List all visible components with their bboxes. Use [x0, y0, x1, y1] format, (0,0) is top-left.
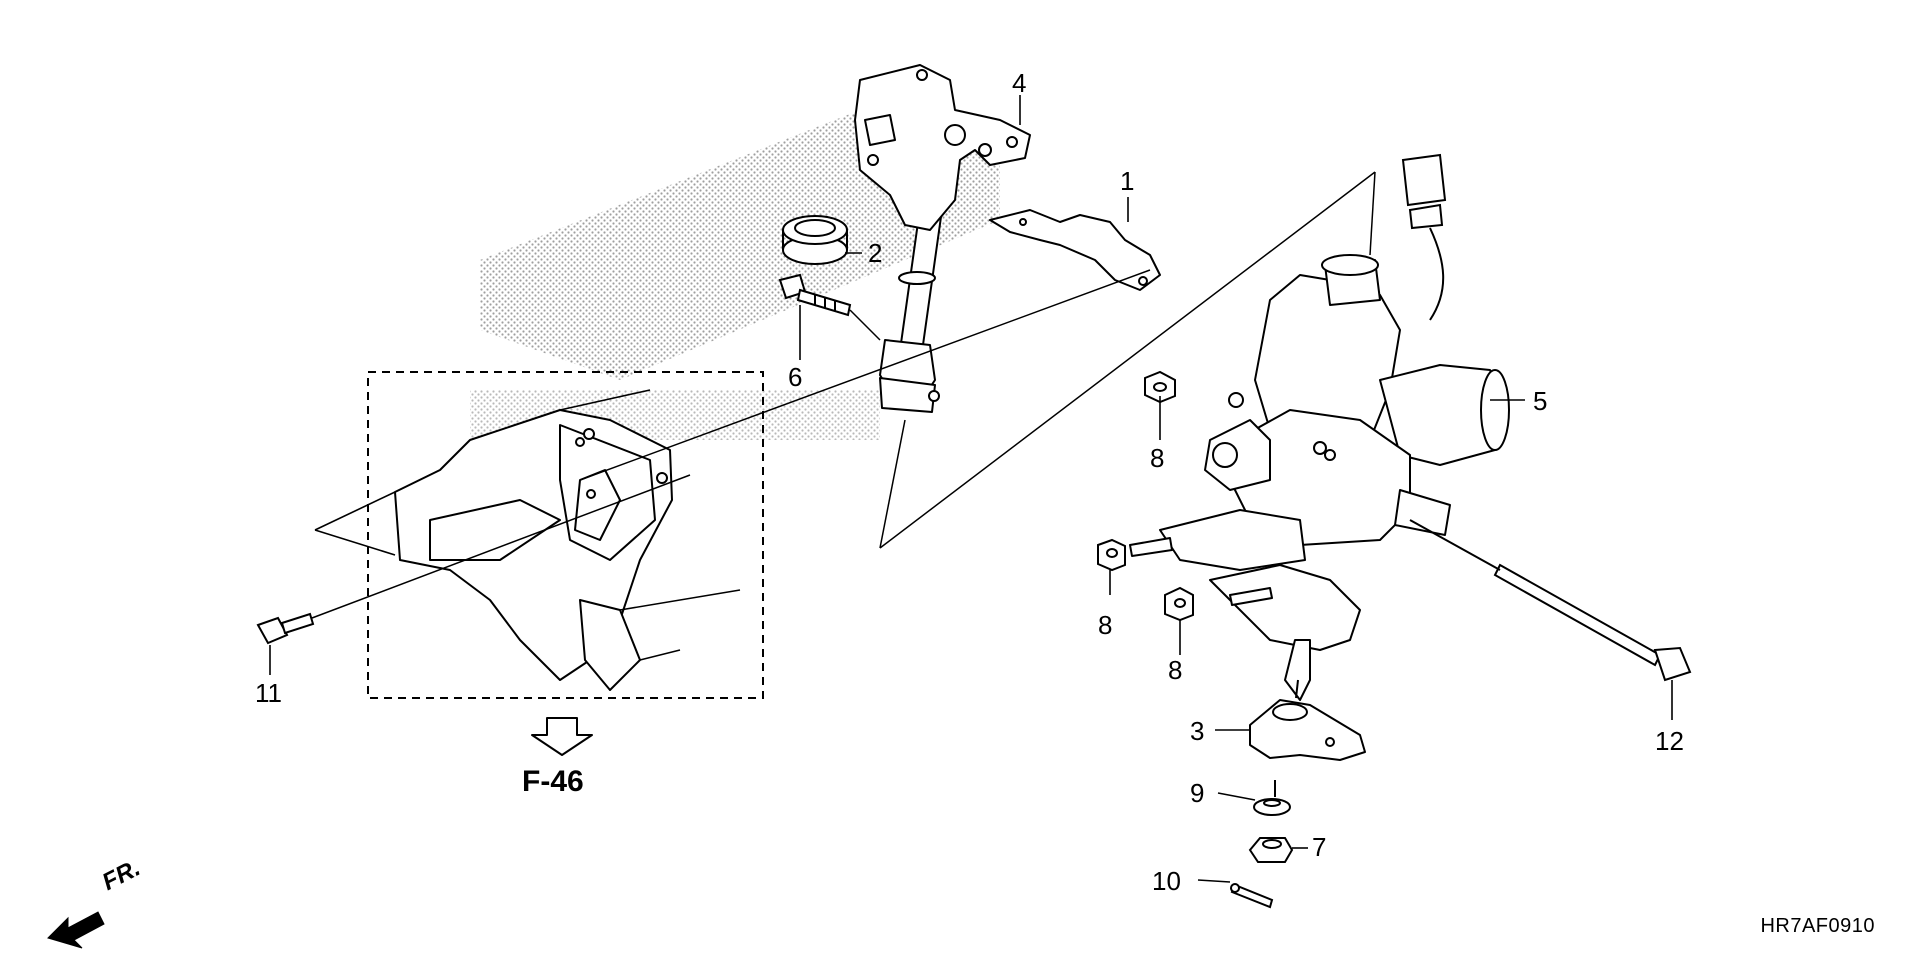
- grommet: [782, 215, 848, 265]
- cotter-pin: [1230, 883, 1274, 909]
- castle-nut: [1248, 837, 1294, 863]
- callout-5: 5: [1533, 386, 1548, 416]
- callout-2: 2: [868, 238, 883, 268]
- upper-bracket: [854, 64, 1031, 231]
- callout-1: 1: [1120, 166, 1135, 196]
- callout-9: 9: [1190, 778, 1205, 808]
- callout-8-c: 8: [1168, 655, 1183, 685]
- diagram-code: HR7AF0910: [1760, 915, 1875, 937]
- callout-3: 3: [1190, 716, 1205, 746]
- callout-8-a: 8: [1150, 443, 1165, 473]
- callout-lines: [269, 95, 1673, 883]
- callout-7: 7: [1312, 832, 1327, 862]
- leader-lines: [311, 171, 1376, 619]
- arrow-down-outline-icon: [531, 717, 593, 756]
- nut-8-b: [1097, 538, 1126, 572]
- callout-11: 11: [255, 678, 282, 708]
- frame-bracket: [394, 409, 673, 691]
- connector: [1401, 153, 1447, 321]
- washer: [1253, 780, 1291, 816]
- pitman-arm: [1249, 679, 1366, 761]
- front-direction-arrow-icon: [47, 911, 105, 949]
- callout-6: 6: [788, 362, 803, 392]
- callout-4: 4: [1012, 68, 1027, 98]
- frame-lines: [314, 389, 741, 661]
- callout-10: 10: [1152, 866, 1181, 896]
- detail-box: [367, 371, 764, 699]
- callout-12: 12: [1655, 726, 1684, 756]
- nut-8-c: [1164, 586, 1194, 622]
- reference-link-f46[interactable]: F-46: [522, 765, 584, 798]
- bolt-12: [1409, 519, 1692, 682]
- callout-8-b: 8: [1098, 610, 1113, 640]
- bolt-11: [256, 612, 315, 645]
- power-steering-unit: [1129, 254, 1510, 701]
- nut-8-a: [1144, 370, 1176, 404]
- clamp: [989, 209, 1161, 291]
- bolt-6: [778, 273, 852, 317]
